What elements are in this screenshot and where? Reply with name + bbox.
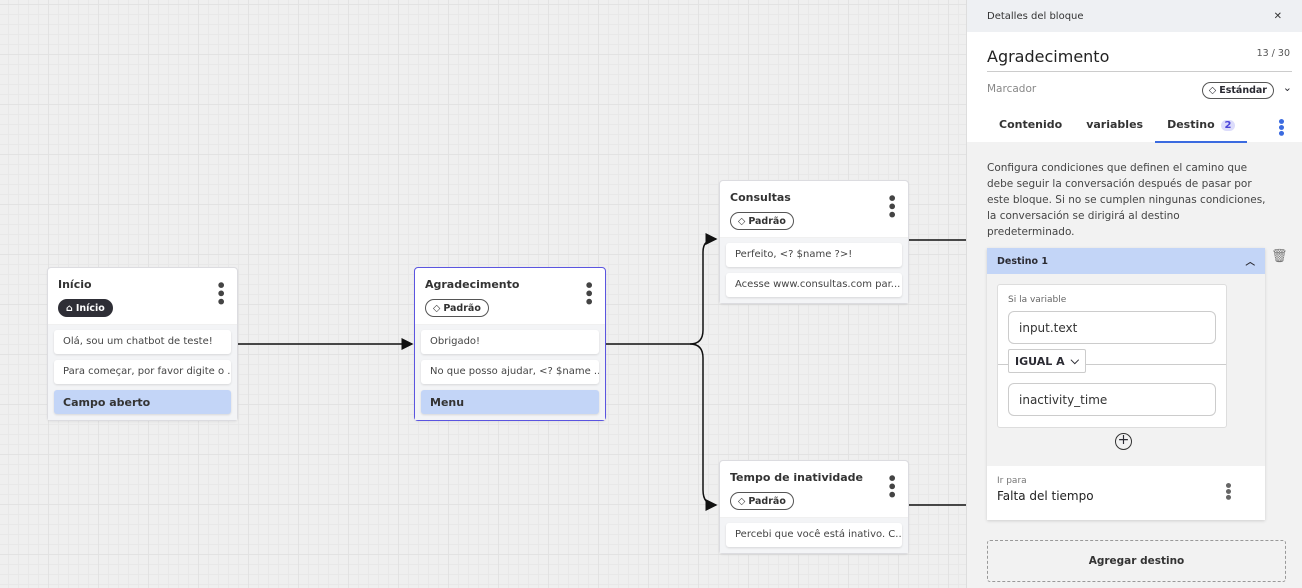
name-underline	[987, 71, 1292, 72]
action-item[interactable]: Campo aberto	[54, 390, 231, 414]
node-tag: ⌂Início	[58, 299, 113, 317]
tab-variables[interactable]: variables	[1086, 118, 1144, 131]
edge-agradecimento-consultas	[606, 233, 718, 345]
marker-label: Marcador	[987, 83, 1037, 95]
flow-canvas[interactable]: Início ••• ⌂Início Olá, sou um chatbot d…	[0, 0, 966, 588]
more-icon[interactable]: •••	[579, 280, 598, 305]
add-destination-button[interactable]: Agregar destino	[987, 540, 1286, 582]
close-icon[interactable]: ✕	[1273, 10, 1282, 22]
condition-label: Si la variable	[1008, 295, 1067, 305]
trash-icon[interactable]: 🗑	[1271, 249, 1288, 264]
block-name-input[interactable]: Agradecimento	[987, 47, 1110, 66]
node-tag: ◇Padrão	[730, 212, 794, 230]
home-icon: ⌂	[66, 302, 73, 314]
block-details-panel: Detalles del bloque ✕ Agradecimento 13 / …	[966, 0, 1302, 588]
node-tag: ◇Padrão	[730, 492, 794, 510]
variable-input[interactable]: input.text	[1008, 311, 1216, 344]
goto-section[interactable]: Ir para Falta del tiempo •••	[987, 466, 1265, 520]
node-tempo-inatividade[interactable]: Tempo de inatividade ••• ◇Padrão Percebi…	[719, 460, 909, 554]
char-count: 13 / 30	[1256, 48, 1290, 59]
flow-edges	[238, 233, 966, 511]
message-item[interactable]: Para começar, por favor digite o ...	[54, 360, 231, 384]
message-item[interactable]: Acesse www.consultas.com par...	[726, 273, 902, 297]
tabs: Contenido variables Destino 2	[987, 110, 1248, 143]
panel-title: Detalles del bloque	[987, 10, 1084, 22]
tag-icon: ◇	[738, 495, 746, 507]
node-title: Início	[58, 278, 92, 291]
message-item[interactable]: Olá, sou um chatbot de teste!	[54, 330, 231, 354]
value-input[interactable]: inactivity_time	[1008, 383, 1216, 416]
destination-header[interactable]: Destino 1︿	[987, 248, 1265, 274]
node-inicio[interactable]: Início ••• ⌂Início Olá, sou um chatbot d…	[47, 267, 238, 421]
tag-icon: ◇	[1208, 85, 1217, 96]
tag-icon: ◇	[433, 302, 441, 314]
node-tag: ◇Padrão	[425, 299, 489, 317]
chevron-down-icon: ⌵	[1070, 354, 1079, 367]
edge-agradecimento-tempo	[689, 343, 718, 511]
tab-contenido[interactable]: Contenido	[999, 118, 1063, 131]
node-title: Consultas	[730, 191, 791, 204]
node-title: Tempo de inatividade	[730, 471, 864, 484]
message-item[interactable]: Perfeito, <? $name ?>!	[726, 243, 902, 267]
action-item[interactable]: Menu	[421, 390, 599, 414]
condition-box: Si la variable input.text IGUAL A⌵ inact…	[997, 284, 1227, 428]
more-icon[interactable]: •••	[882, 473, 901, 498]
count-badge: 2	[1220, 120, 1236, 131]
operator-select[interactable]: IGUAL A⌵	[1008, 349, 1086, 373]
chevron-up-icon[interactable]: ︿	[1245, 257, 1255, 268]
description: Configura condiciones que definen el cam…	[987, 162, 1266, 238]
node-agradecimento[interactable]: Agradecimento ••• ◇Padrão Obrigado! No q…	[414, 267, 606, 421]
more-icon[interactable]: •••	[1272, 117, 1288, 135]
more-icon[interactable]: •••	[882, 193, 901, 218]
message-item[interactable]: Percebi que você está inativo. C...	[726, 523, 902, 547]
destination-card: Destino 1︿ Si la variable input.text IGU…	[987, 248, 1265, 520]
node-consultas[interactable]: Consultas ••• ◇Padrão Perfeito, <? $name…	[719, 180, 909, 304]
goto-label: Ir para	[997, 476, 1027, 486]
more-icon[interactable]: •••	[1219, 481, 1235, 499]
add-condition-icon[interactable]: +	[1115, 433, 1132, 450]
node-title: Agradecimento	[425, 278, 520, 291]
goto-value: Falta del tiempo	[997, 489, 1094, 503]
divider	[998, 364, 1226, 365]
tag-icon: ◇	[738, 215, 746, 227]
message-item[interactable]: No que posso ajudar, <? $name ...	[421, 360, 599, 384]
more-icon[interactable]: •••	[211, 280, 230, 305]
chevron-down-icon[interactable]: ⌄	[1282, 81, 1292, 94]
message-item[interactable]: Obrigado!	[421, 330, 599, 354]
tab-destino[interactable]: Destino 2	[1155, 110, 1248, 143]
marker-select[interactable]: ◇Estándar	[1201, 82, 1274, 99]
